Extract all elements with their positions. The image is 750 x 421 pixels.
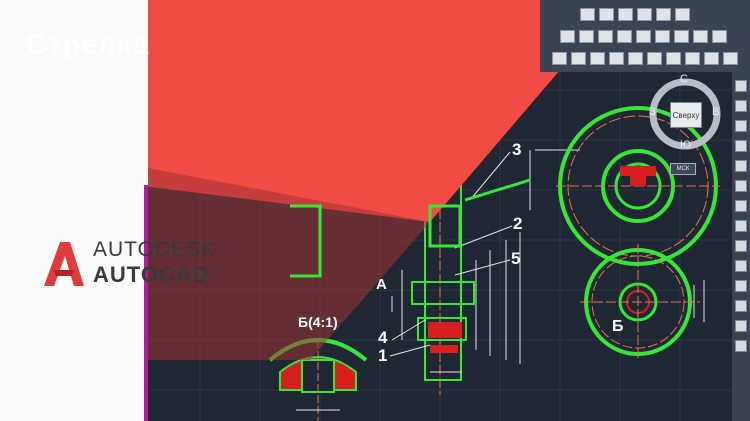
viewcube-west[interactable]: З	[649, 106, 656, 118]
toolbar-button[interactable]	[735, 120, 747, 132]
viewcube-face[interactable]: Сверху	[670, 102, 702, 128]
toolbar-button[interactable]	[590, 52, 605, 65]
banner-title: Стрелка	[26, 28, 149, 61]
callout-5: 5	[511, 249, 521, 268]
brand-line2: AUTOCAD	[93, 262, 210, 287]
toolbar-button[interactable]	[735, 140, 747, 152]
top-toolbar	[540, 0, 750, 72]
toolbar-button[interactable]	[735, 160, 747, 172]
toolbar-button[interactable]	[674, 30, 689, 43]
viewcube-north[interactable]: С	[680, 73, 688, 85]
toolbar-button[interactable]	[712, 30, 727, 43]
view-a-label: A	[376, 276, 387, 293]
viewcube-east[interactable]: В	[712, 106, 720, 118]
view-b-label: Б	[612, 318, 624, 335]
panel-divider	[144, 185, 148, 421]
toolbar-row-2	[560, 30, 727, 43]
toolbar-button[interactable]	[675, 8, 690, 21]
toolbar-button[interactable]	[617, 30, 632, 43]
red-banner	[0, 0, 620, 222]
right-toolbar	[732, 72, 750, 421]
toolbar-button[interactable]	[735, 220, 747, 232]
brand-line1: AUTODESK	[93, 238, 217, 261]
toolbar-button[interactable]	[735, 340, 747, 352]
ucs-dropdown[interactable]: МСК	[670, 163, 696, 175]
toolbar-button[interactable]	[723, 52, 738, 65]
toolbar-button[interactable]	[735, 200, 747, 212]
callout-4: 4	[378, 328, 388, 347]
large-gear-keyway	[620, 166, 656, 186]
viewcube-south[interactable]: Ю	[680, 139, 692, 151]
callout-2: 2	[513, 214, 523, 233]
toolbar-button[interactable]	[598, 30, 613, 43]
toolbar-button[interactable]	[579, 30, 594, 43]
toolbar-row-1	[580, 8, 690, 21]
toolbar-button[interactable]	[735, 300, 747, 312]
toolbar-button[interactable]	[618, 8, 633, 21]
toolbar-button[interactable]	[599, 8, 614, 21]
toolbar-button[interactable]	[636, 30, 651, 43]
toolbar-button[interactable]	[735, 180, 747, 192]
toolbar-row-3	[552, 52, 738, 65]
toolbar-button[interactable]	[571, 52, 586, 65]
toolbar-button[interactable]	[735, 100, 747, 112]
toolbar-button[interactable]	[609, 52, 624, 65]
toolbar-button[interactable]	[560, 30, 575, 43]
toolbar-button[interactable]	[735, 240, 747, 252]
toolbar-button[interactable]	[735, 280, 747, 292]
toolbar-button[interactable]	[693, 30, 708, 43]
toolbar-button[interactable]	[655, 30, 670, 43]
toolbar-button[interactable]	[704, 52, 719, 65]
callout-3: 3	[512, 140, 522, 159]
toolbar-button[interactable]	[628, 52, 643, 65]
section-label: Б(4:1)	[298, 314, 338, 330]
red-banner-shade	[148, 168, 430, 360]
callout-1: 1	[378, 346, 388, 365]
toolbar-button[interactable]	[735, 260, 747, 272]
toolbar-button[interactable]	[647, 52, 662, 65]
toolbar-button[interactable]	[685, 52, 700, 65]
toolbar-button[interactable]	[580, 8, 595, 21]
toolbar-button[interactable]	[735, 320, 747, 332]
autocad-logo-icon	[40, 240, 84, 293]
left-panel	[0, 0, 148, 421]
toolbar-button[interactable]	[552, 52, 567, 65]
toolbar-button[interactable]	[735, 80, 747, 92]
toolbar-button[interactable]	[656, 8, 671, 21]
shaft-hatching	[428, 322, 462, 353]
toolbar-button[interactable]	[666, 52, 681, 65]
toolbar-button[interactable]	[637, 8, 652, 21]
small-gear	[580, 244, 700, 360]
